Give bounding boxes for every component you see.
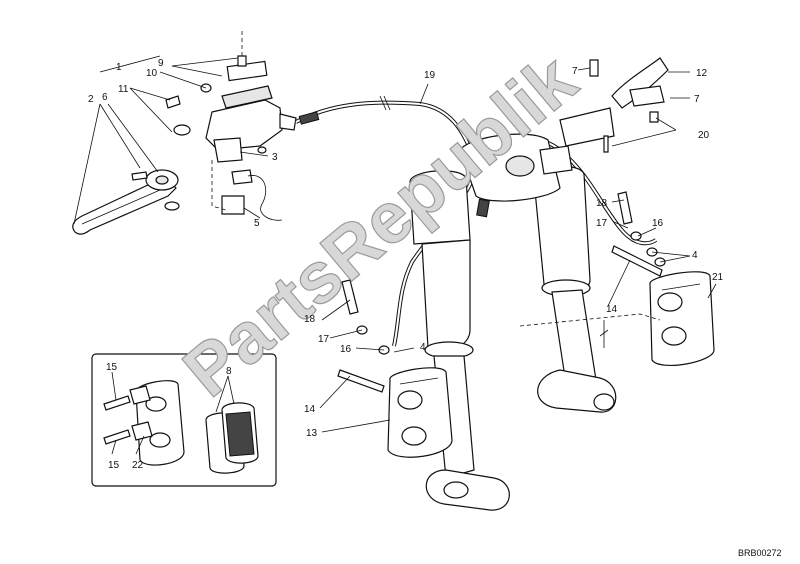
brake-switch: [211, 146, 283, 221]
front-fork-right: [533, 165, 617, 413]
steering-yoke: [459, 133, 573, 202]
callout-2: 2: [88, 94, 94, 105]
brake-lever-assembly: [72, 169, 180, 235]
right-caliper: [519, 245, 715, 366]
callout-14-right: 14: [606, 304, 618, 315]
callout-14: 14: [304, 404, 316, 415]
brake-hoses: [295, 95, 658, 347]
callout-16: 16: [340, 344, 352, 355]
callout-5: 5: [254, 218, 260, 229]
sensor-bracket: [559, 57, 690, 153]
callout-7-right: 7: [694, 94, 700, 105]
callout-17: 17: [318, 334, 330, 345]
callout-8: 8: [226, 366, 232, 377]
callout-17-right: 17: [596, 218, 608, 229]
callout-4-right: 4: [692, 250, 698, 261]
callout-20: 20: [698, 130, 710, 141]
callout-13: 13: [306, 428, 318, 439]
callout-9: 9: [158, 58, 164, 69]
callout-12: 12: [696, 68, 708, 79]
leaders-main: [319, 83, 717, 433]
callout-18-right: 18: [596, 198, 608, 209]
leaders-master-cylinder: [73, 55, 269, 225]
master-cylinder: [165, 30, 297, 163]
callout-labels: 1 2 3 4 4 5 6 7 7 8 9 10 11 12 13 14 14 …: [88, 58, 724, 471]
callout-15: 15: [106, 362, 118, 373]
callout-19: 19: [424, 70, 436, 81]
pads-inset: [91, 353, 277, 487]
callout-10: 10: [146, 68, 158, 79]
front-fork-left: [409, 170, 510, 511]
callout-16-right: 16: [652, 218, 664, 229]
callout-21: 21: [712, 272, 724, 283]
callout-18: 18: [304, 314, 316, 325]
diagram-code: BRB00272: [738, 548, 782, 558]
callout-15-lower: 15: [108, 460, 120, 471]
callout-22: 22: [132, 460, 144, 471]
callout-3: 3: [272, 152, 278, 163]
callout-4: 4: [420, 342, 426, 353]
left-caliper: [337, 367, 453, 458]
callout-1: 1: [116, 62, 122, 73]
callout-6: 6: [102, 92, 108, 103]
callout-7: 7: [572, 66, 578, 77]
callout-11: 11: [118, 84, 129, 95]
